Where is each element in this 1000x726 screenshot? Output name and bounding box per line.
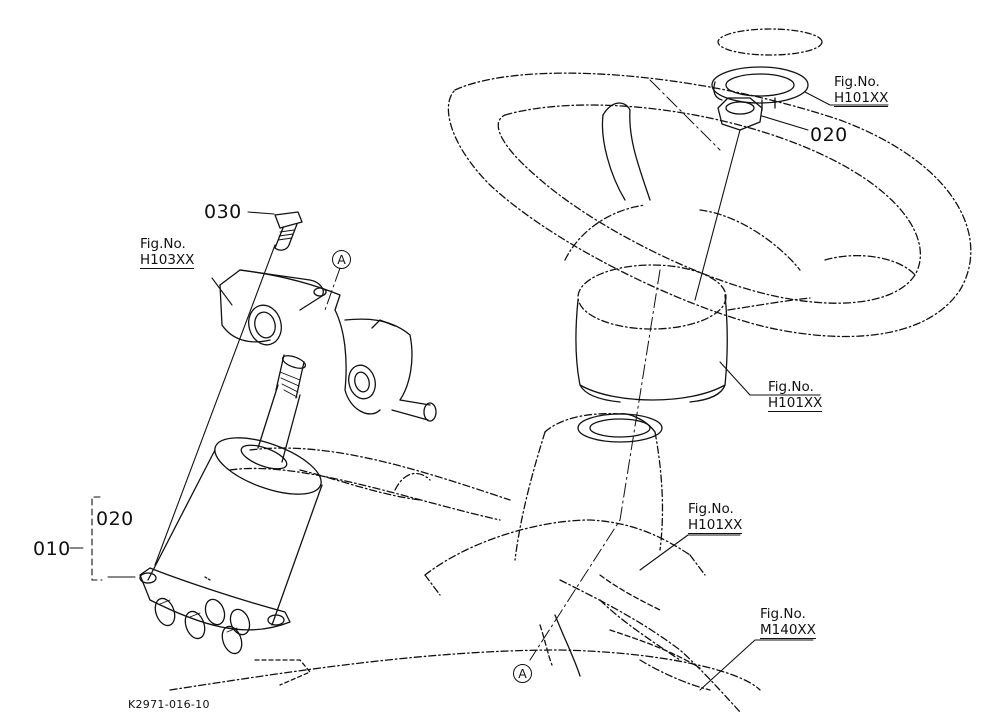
part-number-020-top: 020 — [810, 124, 848, 146]
mounting-bracket — [219, 269, 437, 422]
fig-ref-number: H101XX — [834, 90, 889, 107]
fig-ref-number: M140XX — [760, 622, 816, 639]
drawing-code: K2971-016-10 — [128, 698, 210, 711]
part-number-010: 010 — [33, 538, 71, 560]
steering-wheel — [447, 72, 972, 338]
part-number-030: 030 — [204, 201, 242, 223]
fig-ref-number: H101XX — [688, 517, 743, 534]
port-fittings — [154, 597, 251, 655]
fig-ref-bottom-right: Fig.No. M140XX — [760, 606, 816, 639]
part-number-020-left: 020 — [96, 508, 134, 530]
fig-ref-number: H101XX — [768, 395, 823, 412]
leader-lines — [69, 91, 889, 691]
fig-title: Fig.No. — [768, 379, 814, 395]
fig-title: Fig.No. — [140, 236, 186, 252]
cap-and-nut — [694, 28, 823, 301]
fig-ref-wheel-hub: Fig.No. H101XX — [768, 379, 823, 412]
wheel-hub — [575, 264, 811, 403]
fig-ref-top-right: Fig.No. H101XX — [834, 74, 889, 107]
fig-ref-bracket: Fig.No. H103XX — [140, 236, 195, 269]
steering-column — [424, 412, 706, 596]
bolt-030 — [274, 211, 303, 251]
steering-unit — [139, 244, 323, 655]
fig-ref-column: Fig.No. H101XX — [688, 501, 743, 534]
fig-title: Fig.No. — [834, 74, 880, 90]
marker-a-top: A — [332, 250, 351, 269]
fig-title: Fig.No. — [760, 606, 806, 622]
floor-plate — [169, 447, 761, 713]
marker-a-bottom: A — [513, 664, 532, 683]
fig-title: Fig.No. — [688, 501, 734, 517]
axis-lines — [324, 79, 721, 661]
fig-ref-number: H103XX — [140, 252, 195, 269]
